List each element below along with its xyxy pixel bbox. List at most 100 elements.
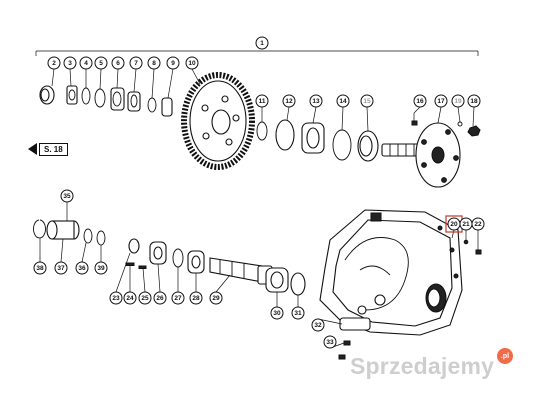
leader-line bbox=[81, 242, 87, 263]
callout-18: 18 bbox=[467, 94, 481, 127]
callout-number: 27 bbox=[174, 295, 182, 302]
part-5-ring bbox=[94, 88, 106, 108]
callout-circle bbox=[413, 94, 427, 108]
callout-38: 38 bbox=[33, 238, 47, 275]
part-19-washer bbox=[457, 121, 463, 127]
leader-line bbox=[99, 68, 102, 90]
leader-line bbox=[341, 106, 344, 131]
callout-number: 8 bbox=[152, 60, 156, 67]
callout-circle bbox=[33, 261, 47, 275]
callout-16: 16 bbox=[413, 94, 427, 114]
leader-line bbox=[157, 263, 161, 293]
part-11-ring bbox=[256, 121, 268, 141]
callout-circle bbox=[255, 36, 269, 50]
callout-24: 24 bbox=[123, 266, 137, 305]
callout-22: 22 bbox=[471, 217, 485, 232]
watermark-text: Sprzedajemy bbox=[350, 353, 495, 379]
callout-circle bbox=[79, 56, 93, 70]
callout-25: 25 bbox=[138, 267, 152, 305]
part-39-ring bbox=[96, 230, 106, 246]
callout-number: 29 bbox=[212, 295, 220, 302]
part-24-pin bbox=[125, 262, 135, 266]
callout-27: 27 bbox=[171, 267, 185, 305]
callout-circle bbox=[138, 291, 152, 305]
leader-line bbox=[317, 318, 343, 325]
leader-line bbox=[69, 68, 72, 87]
callout-number: 9 bbox=[171, 60, 175, 67]
callout-6: 6 bbox=[111, 56, 125, 89]
callout-number: 19 bbox=[454, 98, 462, 105]
callout-number: 35 bbox=[63, 193, 71, 200]
part-36-ring bbox=[83, 228, 93, 244]
callout-number: 20 bbox=[450, 221, 458, 228]
callout-number: 7 bbox=[134, 60, 138, 67]
callout-31: 31 bbox=[291, 295, 305, 320]
part-7-bearing bbox=[127, 91, 141, 112]
callout-37: 37 bbox=[54, 238, 68, 275]
part-12-ring bbox=[275, 119, 295, 151]
callout-number: 14 bbox=[339, 98, 347, 105]
leader-line bbox=[115, 252, 131, 293]
lower-drawing bbox=[33, 209, 482, 360]
callout-10: 10 bbox=[185, 56, 201, 85]
leader-line bbox=[51, 68, 55, 87]
callout-circle bbox=[255, 94, 269, 108]
callout-circle bbox=[123, 291, 137, 305]
callout-23: 23 bbox=[109, 252, 131, 305]
callout-number: 32 bbox=[314, 322, 322, 329]
callout-number: 38 bbox=[36, 265, 44, 272]
callout-35: 35 bbox=[60, 189, 74, 221]
leader-line bbox=[437, 106, 442, 124]
callout-8: 8 bbox=[147, 56, 161, 99]
callout-circle bbox=[94, 56, 108, 70]
callout-circle bbox=[147, 56, 161, 70]
callout-number: 4 bbox=[84, 60, 88, 67]
part-6-bearing bbox=[110, 87, 125, 111]
part-29-shaft bbox=[209, 257, 273, 285]
part-25-pin bbox=[138, 265, 147, 269]
leader-line bbox=[413, 106, 421, 114]
callout-28: 28 bbox=[189, 273, 203, 305]
callout-number: 36 bbox=[78, 265, 86, 272]
leader-line bbox=[312, 106, 317, 124]
callout-circle bbox=[185, 56, 199, 70]
callout-number: 39 bbox=[97, 265, 105, 272]
callout-30: 30 bbox=[270, 292, 284, 320]
callout-5: 5 bbox=[94, 56, 108, 90]
callout-circle bbox=[47, 56, 61, 70]
part-37-sleeve bbox=[46, 220, 80, 240]
upper-drawing bbox=[39, 72, 481, 188]
part-2-bearing-cup bbox=[39, 85, 55, 105]
callout-circle bbox=[111, 56, 125, 70]
callout-circle bbox=[54, 261, 68, 275]
leader-line bbox=[366, 106, 369, 132]
part-21-pin bbox=[463, 232, 469, 245]
part-26-bearing bbox=[149, 241, 167, 265]
leader-line bbox=[286, 106, 290, 121]
callout-number: 5 bbox=[99, 60, 103, 67]
callout-circle bbox=[189, 291, 203, 305]
callout-number: 3 bbox=[68, 60, 72, 67]
callout-circle bbox=[360, 94, 374, 108]
part-17-flange-shaft bbox=[381, 122, 461, 188]
callout-7: 7 bbox=[129, 56, 143, 93]
callout-number: 31 bbox=[294, 310, 302, 317]
leader-line bbox=[151, 68, 155, 99]
page-reference[interactable]: S. 18 bbox=[28, 142, 68, 156]
part-8-ring bbox=[147, 97, 157, 113]
callout-number: 37 bbox=[57, 265, 65, 272]
callout-9: 9 bbox=[166, 56, 180, 99]
callout-number: 28 bbox=[192, 295, 200, 302]
leader-line bbox=[215, 274, 231, 293]
callout-number: 2 bbox=[52, 60, 56, 67]
page-reference-label: S. 18 bbox=[39, 142, 68, 156]
leader-line bbox=[142, 267, 146, 293]
part-28-bearing bbox=[187, 250, 205, 274]
part-38-ring bbox=[33, 219, 46, 239]
leader-line bbox=[472, 106, 475, 127]
callout-circle bbox=[471, 217, 485, 231]
part-33-bolts bbox=[338, 340, 351, 360]
part-22-plug bbox=[475, 232, 482, 255]
callout-29: 29 bbox=[209, 274, 231, 305]
